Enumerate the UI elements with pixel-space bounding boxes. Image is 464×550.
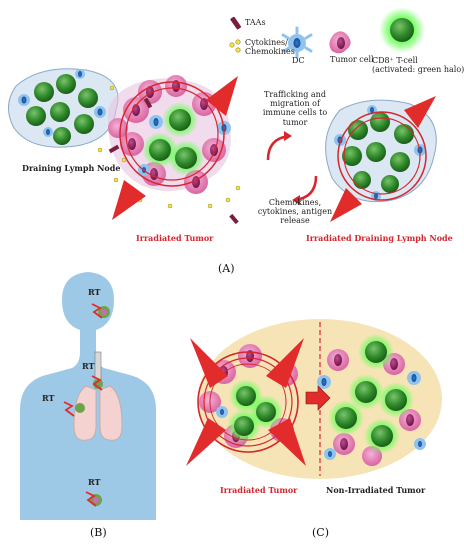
rt-label-brain: RT <box>88 287 101 297</box>
cytokine-legend-icon <box>229 39 241 53</box>
rt-label-liver: RT <box>88 477 101 487</box>
draining-lymph-node <box>8 68 119 148</box>
non-irradiated-tumor-label: Non-Irradiated Tumor <box>326 485 426 495</box>
dc-legend-icon <box>281 26 313 59</box>
irradiated-dln-label: Irradiated Draining Lymph Node <box>306 233 453 243</box>
rt-label-lung: RT <box>42 393 55 403</box>
legend-tumor-cell-label: Tumor cell <box>330 55 374 64</box>
legend <box>229 7 425 59</box>
circular-arrows <box>266 131 318 205</box>
irradiated-tumor-a <box>97 75 241 225</box>
tumor-cell-legend-icon <box>329 31 351 54</box>
metastasis-neck <box>93 379 103 389</box>
legend-cd8-label: CD8⁺ T-cell (activated: green halo) <box>372 56 464 75</box>
panel-b-letter: (B) <box>90 526 107 539</box>
panel-c-letter: (C) <box>312 526 329 539</box>
irradiated-tumor-a-label: Irradiated Tumor <box>136 233 214 243</box>
cd8-legend-icon <box>379 7 425 53</box>
irradiated-dln <box>325 96 437 222</box>
rt-label-neck: RT <box>82 361 95 371</box>
trafficking-label: Trafficking and migration of immune cell… <box>262 90 328 127</box>
radiation-beam-a-top <box>206 76 238 116</box>
lungs <box>73 351 123 441</box>
taa-legend-icon <box>230 16 242 30</box>
draining-lymph-node-label: Draining Lymph Node <box>22 163 121 173</box>
legend-dc-label: DC <box>292 56 305 65</box>
metastasis-brain <box>98 306 110 318</box>
abscopal-arrow <box>305 385 331 411</box>
legend-cytokines-label: Cytokines/ Chemokines <box>245 38 295 57</box>
legend-taas-label: TAAs <box>245 18 266 27</box>
panel-c-tumor <box>186 319 442 479</box>
panel-a-letter: (A) <box>218 262 235 275</box>
human-body <box>20 272 156 520</box>
metastasis-lung <box>75 403 85 413</box>
chemokines-label: Chemokines, cytokines, antigen release <box>257 198 333 226</box>
radiation-beam-a-bottom <box>112 180 146 220</box>
irradiated-tumor-c-label: Irradiated Tumor <box>220 485 298 495</box>
